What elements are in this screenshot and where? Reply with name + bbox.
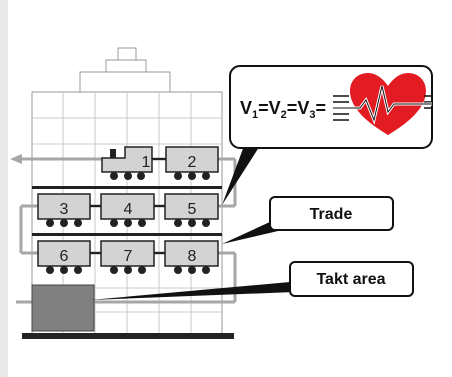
- wagon-number: 6: [60, 248, 69, 265]
- wagon-number: 7: [124, 248, 133, 265]
- wagon-1: 1: [101, 146, 166, 180]
- wagon-number: 2: [188, 154, 197, 171]
- wagon-2: 2: [165, 146, 219, 180]
- wagon-6: 6: [37, 240, 91, 274]
- wagon-number: 1: [142, 154, 151, 171]
- velocity-callout: V1=V2=V3=: [229, 65, 433, 149]
- building-base: [22, 333, 234, 339]
- wheel: [110, 172, 118, 180]
- takt-callout: Takt area: [289, 261, 414, 297]
- left-edge-strip: [0, 0, 8, 377]
- wagon-number: 8: [188, 248, 197, 265]
- wagon-number: 3: [60, 201, 69, 218]
- takt-area-box: [31, 284, 95, 332]
- wagon-5: 5: [164, 193, 219, 227]
- heartbeat-heart-icon: [333, 73, 432, 135]
- trade-callout-pointer: [222, 221, 278, 244]
- wagon-number: 4: [124, 201, 133, 218]
- takt-callout-pointer: [90, 282, 294, 300]
- takt-area-label: Takt area: [316, 271, 385, 288]
- floor-separators: [32, 186, 222, 236]
- locomotive-body: [101, 146, 153, 173]
- track-direction-arrow-icon: [10, 154, 22, 164]
- trade-label: Trade: [310, 206, 353, 223]
- velocity-equation: V1=V2=V3=: [240, 98, 326, 121]
- wagon-number: 5: [188, 201, 197, 218]
- wagon-8: 8: [164, 240, 219, 274]
- wagons: 1 2 3 4 5 6: [37, 146, 219, 274]
- trade-callout: Trade: [269, 196, 394, 231]
- wagon-7: 7: [100, 240, 155, 274]
- wagon-4: 4: [100, 193, 155, 227]
- wagon-3: 3: [37, 193, 91, 227]
- locomotive-chimney-icon: [110, 149, 116, 158]
